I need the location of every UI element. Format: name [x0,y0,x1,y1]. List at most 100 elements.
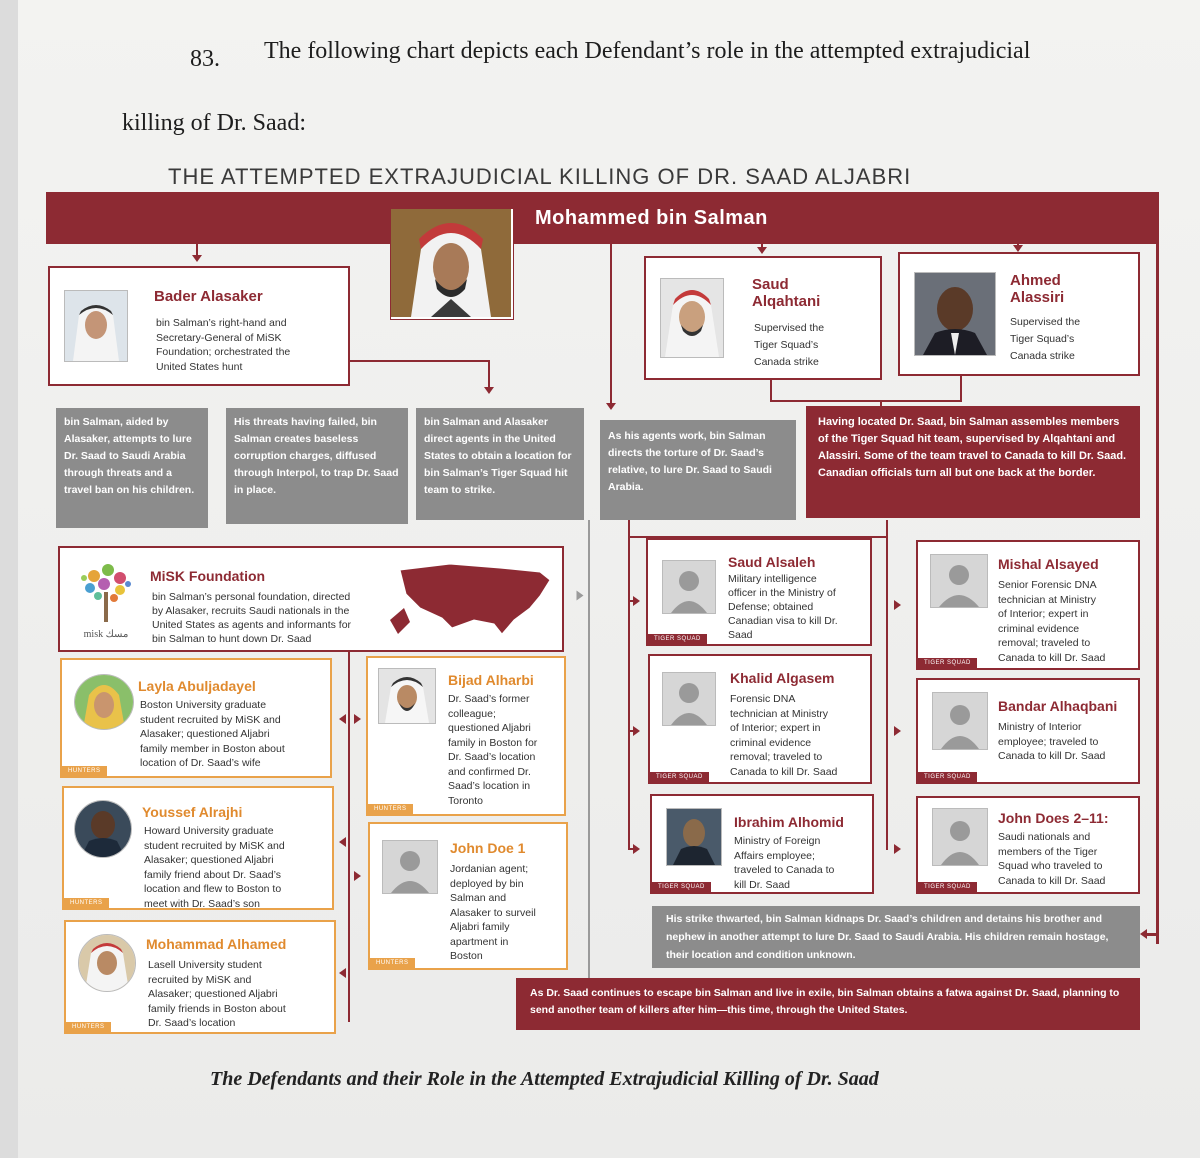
portrait-mohammad-alhamed [78,934,136,992]
portrait-ibrahim-alhomid [666,808,722,866]
connector-line [1146,933,1156,936]
arrow-right-icon [894,726,901,736]
connector-line [348,652,350,1022]
connector-line [628,730,634,732]
arrow-right-icon [894,600,901,610]
portrait-saud-alqahtani [660,278,724,358]
portrait-placeholder-icon [932,808,988,866]
arrow-down-icon [484,387,494,394]
arrow-right-icon [354,871,361,881]
portrait-placeholder-icon [662,560,716,614]
step-box-1: bin Salman, aided by Alasaker, attempts … [56,408,208,528]
step-box-4: As his agents work, bin Salman directs t… [600,420,796,520]
tiger-name: Ibrahim Alhomid [734,814,844,830]
portrait-bijad-alharbi [378,668,436,724]
connector-line [610,244,612,404]
connector-line [770,380,772,402]
step-box-3: bin Salman and Alasaker direct agents in… [416,408,584,520]
portrait-mohammed-bin-salman [390,208,514,320]
portrait-ahmed-alassiri [914,272,996,356]
arrow-down-icon [192,255,202,262]
arrow-right-icon [633,596,640,606]
outcome-box-1: His strike thwarted, bin Salman kidnaps … [652,906,1140,968]
hunters-tag: HUNTERS [64,898,109,908]
portrait-placeholder-icon [932,692,988,750]
us-map-icon [390,550,560,650]
tiger-squad-tag: TIGER SQUAD [918,658,977,668]
paragraph-line-1: The following chart depicts each Defenda… [264,38,1030,65]
step-box-5: Having located Dr. Saad, bin Salman asse… [806,406,1140,518]
hunter-name: Mohammad Alhamed [146,936,286,952]
connector-line [770,400,960,402]
tiger-squad-tag: TIGER SQUAD [648,634,707,644]
hunters-tag: HUNTERS [370,958,415,968]
tiger-name: Saud Alsaleh [728,554,815,570]
hunter-name: Layla Abuljadayel [138,678,256,694]
portrait-bader-alasaker [64,290,128,362]
arrow-right-icon [633,844,640,854]
tiger-name: John Does 2–11: [998,810,1109,826]
tiger-squad-tag: TIGER SQUAD [918,882,977,892]
hunter-name: Youssef Alrajhi [142,804,242,820]
connector-line [628,600,634,602]
outcome-box-2: As Dr. Saad continues to escape bin Salm… [516,978,1140,1030]
arrow-down-icon [1013,245,1023,252]
tiger-squad-tag: TIGER SQUAD [652,882,711,892]
connector-line [628,520,630,850]
card-bader-alasaker: Bader Alasaker bin Salman’s right-hand a… [48,266,350,386]
hunters-tag: HUNTERS [368,804,413,814]
hunter-name: John Doe 1 [450,840,525,856]
tiger-squad-tag: TIGER SQUAD [650,772,709,782]
arrow-right-icon [894,844,901,854]
figure-caption: The Defendants and their Role in the Att… [210,1068,879,1091]
card-saud-alsaleh: Saud Alsaleh Military intelligenceoffice… [646,538,872,646]
chart-title: THE ATTEMPTED EXTRAJUDICIAL KILLING OF D… [168,164,911,190]
card-john-doe-1: John Doe 1 Jordanian agent;deployed by b… [368,822,568,970]
connector-line [488,360,490,388]
portrait-placeholder-icon [930,554,988,608]
arrow-right-icon [354,714,361,724]
card-misk-foundation: misk مسك MiSK Foundation bin Salman’s pe… [58,546,564,652]
top-name: Mohammed bin Salman [535,207,768,230]
portrait-placeholder-icon [382,840,438,894]
step-box-2: His threats having failed, bin Salman cr… [226,408,408,524]
misk-name: MiSK Foundation [150,568,265,584]
tiger-name: Mishal Alsayed [998,556,1099,572]
hunter-desc: Boston University graduatestudent recrui… [140,698,285,771]
hunters-tag: HUNTERS [66,1022,111,1032]
leader-name: Bader Alasaker [154,288,263,305]
arrow-left-icon [339,837,346,847]
arrow-down-icon [757,247,767,254]
connector-line [886,520,888,850]
tiger-name: Khalid Algasem [730,670,835,686]
connector-line [588,520,590,1010]
portrait-layla-abuljadayel [74,674,134,730]
connector-line [960,376,962,402]
connector-line [350,360,490,362]
hunter-name: Bijad Alharbi [448,672,534,688]
arrow-left-icon [577,591,584,601]
hunters-tag: HUNTERS [62,766,107,776]
card-youssef-alrajhi: Youssef Alrajhi Howard University gradua… [62,786,334,910]
tiger-name: Bandar Alhaqbani [998,698,1117,714]
misk-desc: bin Salman’s personal foundation, direct… [152,590,351,646]
